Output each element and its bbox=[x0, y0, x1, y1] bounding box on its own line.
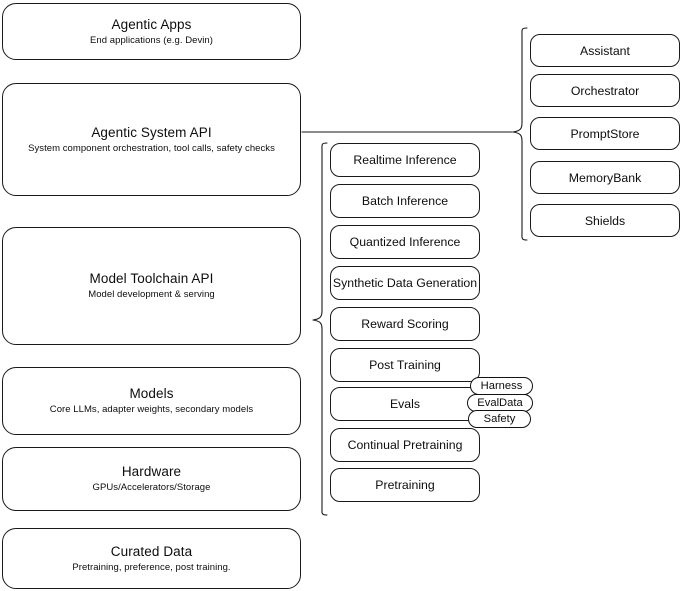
layer-box-models[interactable]: Models Core LLMs, adapter weights, secon… bbox=[2, 367, 301, 435]
system-item-label: Orchestrator bbox=[570, 83, 640, 98]
toolchain-item-label: Reward Scoring bbox=[361, 317, 449, 331]
layer-subtitle: End applications (e.g. Devin) bbox=[90, 34, 213, 46]
toolchain-item-quantized-inference[interactable]: Quantized Inference bbox=[330, 225, 480, 259]
toolchain-item-label: Batch Inference bbox=[361, 194, 449, 208]
toolchain-item-label: Pretraining bbox=[375, 478, 435, 492]
layer-box-agentic-apps[interactable]: Agentic Apps End applications (e.g. Devi… bbox=[2, 3, 301, 60]
system-item-label: Shields bbox=[584, 213, 626, 228]
layer-box-agentic-system-api[interactable]: Agentic System API System component orch… bbox=[2, 83, 301, 196]
toolchain-item-pretraining[interactable]: Pretraining bbox=[330, 468, 480, 502]
toolchain-item-label: Realtime Inference bbox=[353, 153, 457, 167]
evals-pill-safety[interactable]: Safety bbox=[468, 410, 531, 428]
toolchain-item-realtime-inference[interactable]: Realtime Inference bbox=[330, 143, 480, 177]
system-item-label: MemoryBank bbox=[568, 170, 642, 185]
system-item-label: PromptStore bbox=[570, 126, 640, 141]
toolchain-item-label: Post Training bbox=[369, 358, 441, 372]
layer-subtitle: Core LLMs, adapter weights, secondary mo… bbox=[49, 404, 254, 415]
layer-title: Model Toolchain API bbox=[89, 271, 214, 286]
system-item-assistant[interactable]: Assistant bbox=[530, 34, 680, 67]
curly-brace-system-components bbox=[512, 27, 528, 241]
system-item-memorybank[interactable]: MemoryBank bbox=[530, 161, 680, 194]
system-item-shields[interactable]: Shields bbox=[530, 204, 680, 237]
evals-pill-label: Harness bbox=[480, 379, 523, 392]
evals-pill-harness[interactable]: Harness bbox=[470, 377, 533, 395]
layer-title: Models bbox=[129, 386, 174, 401]
toolchain-item-synthetic-data-generation[interactable]: Synthetic Data Generation bbox=[330, 266, 480, 300]
toolchain-item-label: Evals bbox=[389, 397, 421, 411]
evals-pill-label: Safety bbox=[483, 412, 516, 425]
layer-subtitle: Model development & serving bbox=[88, 289, 215, 300]
toolchain-item-batch-inference[interactable]: Batch Inference bbox=[330, 184, 480, 218]
layer-subtitle: GPUs/Accelerators/Storage bbox=[92, 482, 211, 493]
evals-pill-label: EvalData bbox=[477, 396, 523, 409]
layer-title: Agentic System API bbox=[91, 124, 212, 140]
layer-box-hardware[interactable]: Hardware GPUs/Accelerators/Storage bbox=[2, 447, 301, 511]
layer-title: Curated Data bbox=[110, 543, 193, 559]
system-item-promptstore[interactable]: PromptStore bbox=[530, 117, 680, 150]
toolchain-item-reward-scoring[interactable]: Reward Scoring bbox=[330, 307, 480, 341]
layer-box-curated-data[interactable]: Curated Data Pretraining, preference, po… bbox=[2, 528, 301, 589]
layer-title: Agentic Apps bbox=[111, 16, 192, 32]
layer-subtitle: Pretraining, preference, post training. bbox=[72, 561, 231, 573]
curly-brace-toolchain-components bbox=[312, 142, 328, 516]
toolchain-item-label: Synthetic Data Generation bbox=[332, 276, 478, 290]
toolchain-item-label: Quantized Inference bbox=[349, 235, 461, 249]
toolchain-item-post-training[interactable]: Post Training bbox=[330, 348, 480, 382]
layer-subtitle: System component orchestration, tool cal… bbox=[28, 142, 275, 154]
toolchain-item-continual-pretraining[interactable]: Continual Pretraining bbox=[330, 428, 480, 462]
toolchain-item-label: Continual Pretraining bbox=[347, 438, 463, 452]
system-item-orchestrator[interactable]: Orchestrator bbox=[530, 74, 680, 107]
system-item-label: Assistant bbox=[580, 43, 630, 58]
toolchain-item-evals[interactable]: Evals bbox=[330, 387, 480, 421]
layer-title: Hardware bbox=[121, 464, 182, 479]
layer-box-model-toolchain-api[interactable]: Model Toolchain API Model development & … bbox=[2, 227, 301, 345]
